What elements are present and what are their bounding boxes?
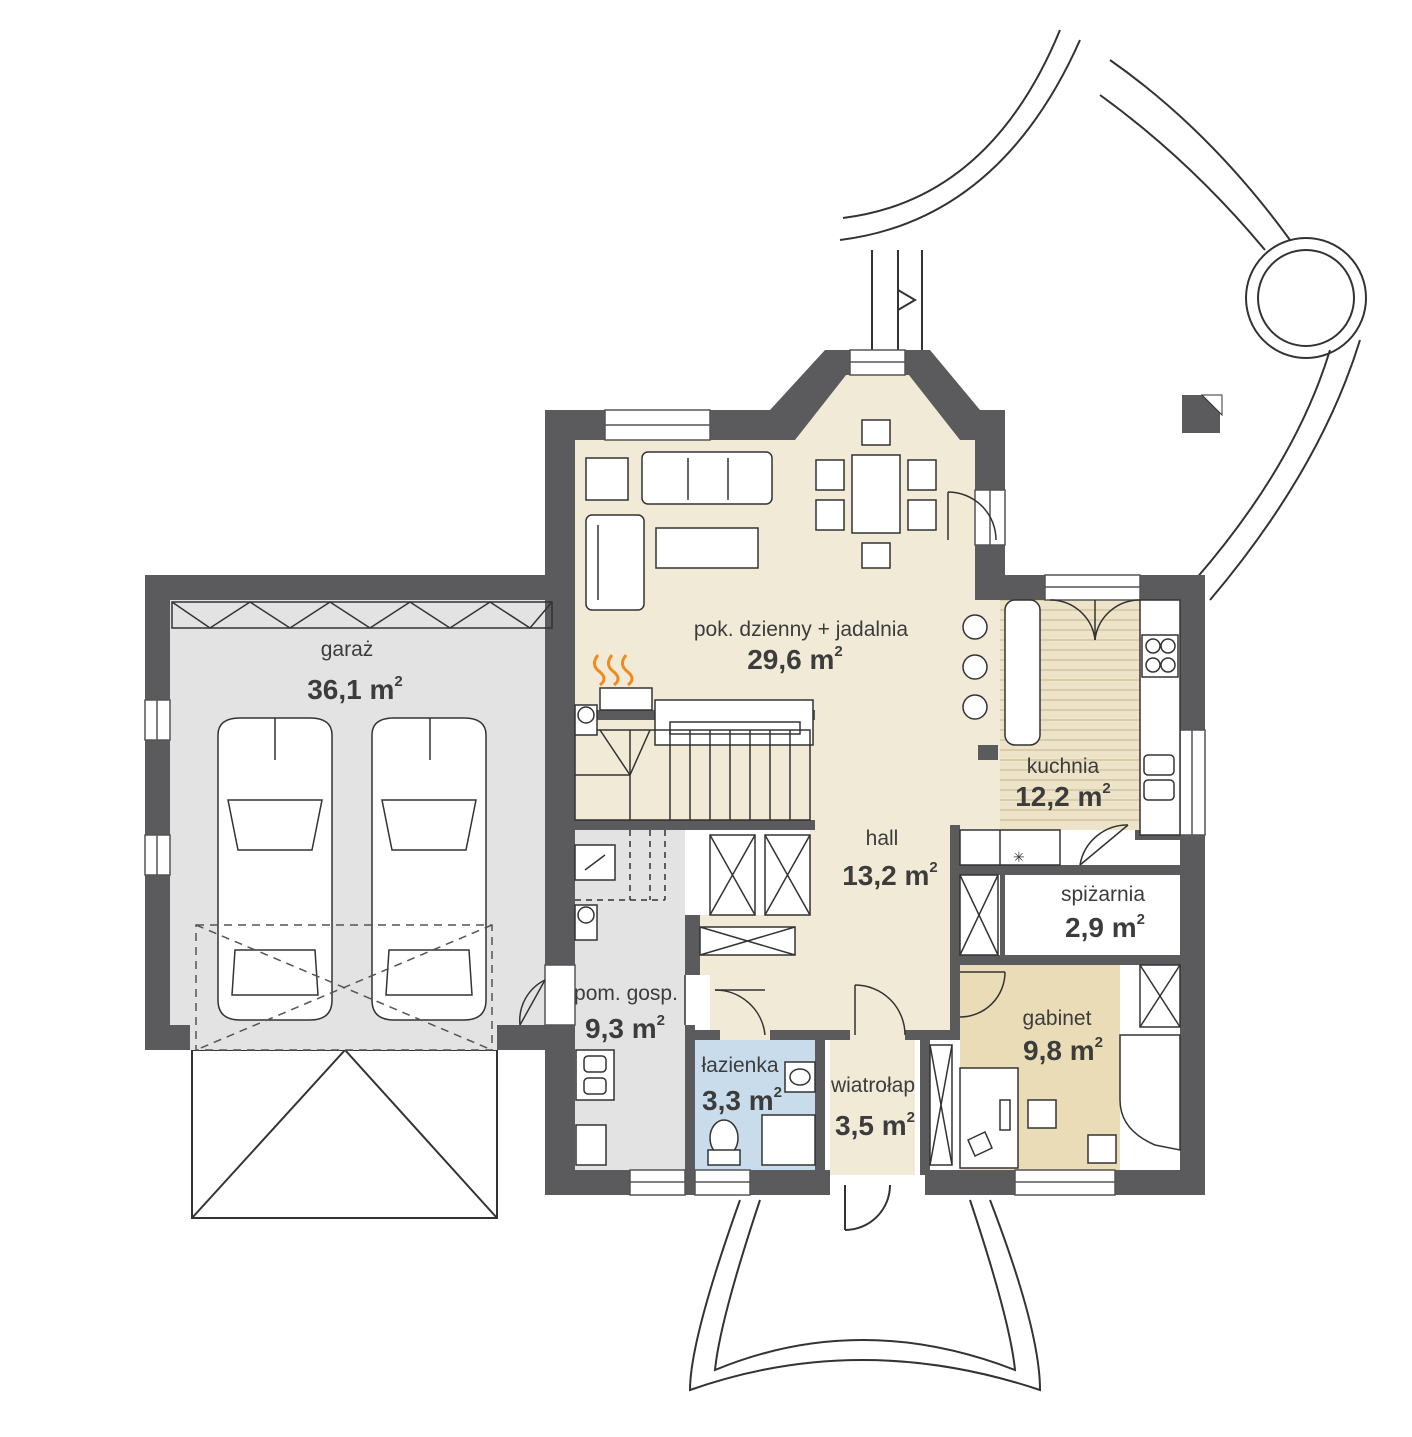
room-name-garage: garaż	[321, 638, 374, 661]
walls	[145, 350, 1205, 1195]
room-area-sup-garage: 2	[394, 673, 402, 690]
svg-text:36,1 m2: 36,1 m2	[307, 673, 403, 705]
room-name-pantry: spiżarnia	[1061, 883, 1145, 906]
pantry-floor	[1005, 875, 1180, 955]
kitchen-fixtures: ✳	[959, 599, 1181, 866]
room-label-bathroom: łazienka 3,3 m2	[701, 1054, 782, 1116]
svg-text:9,8 m2: 9,8 m2	[1023, 1034, 1103, 1066]
svg-text:3,5 m2: 3,5 m2	[835, 1109, 915, 1141]
room-area-sup-living: 2	[834, 643, 842, 660]
room-name-vestibule: wiatrołap	[830, 1074, 915, 1097]
room-area-sup-office: 2	[1095, 1034, 1103, 1051]
room-label-living: pok. dzienny + jadalnia 29,6 m2	[694, 618, 909, 675]
room-area-living: 29,6 m	[747, 644, 834, 675]
room-name-living: pok. dzienny + jadalnia	[694, 618, 909, 641]
room-area-utility: 9,3 m	[585, 1013, 657, 1044]
room-label-vestibule: wiatrołap 3,5 m2	[830, 1074, 915, 1141]
room-label-pantry: spiżarnia 2,9 m2	[1061, 883, 1145, 943]
bathroom-fixtures	[707, 1061, 816, 1166]
doors	[519, 491, 1141, 1036]
room-area-sup-kitchen: 2	[1102, 780, 1110, 797]
room-name-utility: pom. gosp.	[574, 982, 678, 1005]
svg-text:✳: ✳	[1013, 849, 1025, 865]
room-name-bathroom: łazienka	[701, 1054, 778, 1077]
room-area-sup-utility: 2	[657, 1012, 665, 1029]
room-label-garage: garaż 36,1 m2	[307, 638, 403, 705]
room-area-sup-vestibule: 2	[907, 1109, 915, 1126]
room-area-office: 9,8 m	[1023, 1035, 1095, 1066]
room-area-pantry: 2,9 m	[1065, 912, 1137, 943]
stairs	[574, 729, 811, 901]
garage-dashed-frame	[195, 924, 493, 1051]
room-label-utility: pom. gosp. 9,3 m2	[574, 982, 678, 1044]
entrance-arcs	[688, 1184, 1042, 1392]
wardrobes	[699, 834, 1181, 1166]
svg-text:9,3 m2: 9,3 m2	[585, 1012, 665, 1044]
room-label-kitchen: kuchnia 12,2 m2	[1015, 755, 1111, 812]
fireplace-icon	[593, 654, 634, 687]
windows	[144, 349, 1206, 1196]
svg-text:3,3 m2: 3,3 m2	[702, 1084, 782, 1116]
svg-text:29,6 m2: 29,6 m2	[747, 643, 843, 675]
room-name-kitchen: kuchnia	[1027, 755, 1100, 778]
svg-text:2,9 m2: 2,9 m2	[1065, 911, 1145, 943]
living-furniture	[585, 419, 1041, 746]
room-name-hall: hall	[866, 827, 899, 850]
utility-fixtures	[574, 704, 616, 1166]
room-name-office: gabinet	[1023, 1007, 1092, 1030]
room-area-sup-hall: 2	[929, 859, 937, 876]
room-area-kitchen: 12,2 m	[1015, 781, 1102, 812]
room-label-hall: hall 13,2 m2	[842, 827, 938, 891]
car-left	[217, 717, 333, 1021]
room-label-office: gabinet 9,8 m2	[1023, 1007, 1103, 1066]
car-right	[371, 717, 487, 1021]
room-area-vestibule: 3,5 m	[835, 1110, 907, 1141]
terrace-arc	[839, 29, 1367, 601]
room-area-garage: 36,1 m	[307, 674, 394, 705]
room-area-sup-pantry: 2	[1137, 911, 1145, 928]
svg-text:13,2 m2: 13,2 m2	[842, 859, 938, 891]
room-area-hall: 13,2 m	[842, 860, 929, 891]
room-area-sup-bathroom: 2	[774, 1084, 782, 1101]
svg-text:12,2 m2: 12,2 m2	[1015, 780, 1111, 812]
carport	[191, 1048, 498, 1219]
room-area-bathroom: 3,3 m	[702, 1085, 774, 1116]
office-furniture	[959, 1034, 1181, 1169]
garage-door	[171, 601, 553, 629]
